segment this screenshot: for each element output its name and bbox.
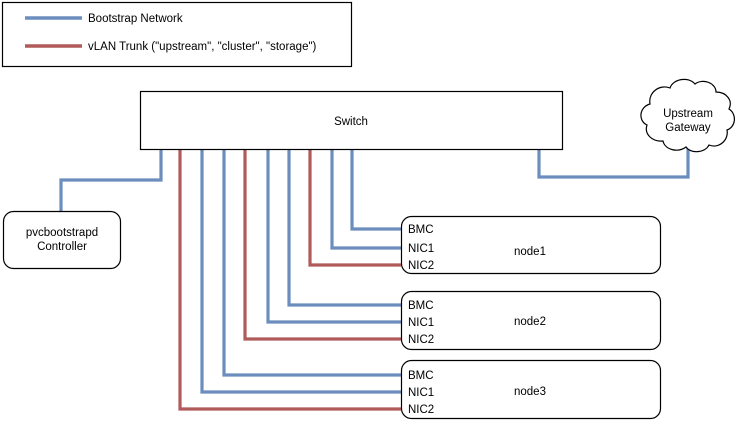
node2-name-label: node2 <box>514 316 546 328</box>
controller-box[interactable] <box>2 210 122 270</box>
node2-box[interactable] <box>400 290 662 351</box>
link-switch-to-gateway <box>537 147 690 179</box>
link-switch-to-node2-nic2 <box>243 150 401 341</box>
controller-label-line2: Controller <box>37 241 87 253</box>
switch-box[interactable] <box>139 90 564 151</box>
node3-box[interactable] <box>400 359 662 420</box>
link-switch-to-node3-nic1 <box>200 150 401 394</box>
link-switch-to-controller <box>59 150 163 211</box>
link-layer <box>59 147 690 411</box>
link-switch-to-node2-nic1 <box>266 150 401 324</box>
link-switch-to-node1-bmc <box>350 150 401 231</box>
node-node1[interactable]: BMC NIC1 NIC2 node1 <box>400 215 662 275</box>
node3-port-label-bmc: BMC <box>408 370 434 382</box>
controller-label-line1: pvcbootstrapd <box>26 227 98 239</box>
cloud-icon[interactable] <box>640 78 735 153</box>
legend: Bootstrap Network vLAN Trunk ("upstream"… <box>1 1 353 68</box>
node2-port-label-bmc: BMC <box>408 300 434 312</box>
node2-port-label-nic1: NIC1 <box>408 317 434 329</box>
legend-label-bootstrap: Bootstrap Network <box>88 13 183 25</box>
node1-name-label: node1 <box>514 246 546 258</box>
node2-port-label-nic2: NIC2 <box>408 334 434 346</box>
node1-port-label-nic2: NIC2 <box>408 260 434 272</box>
gateway-label-line1: Upstream <box>663 108 713 120</box>
node-node2[interactable]: BMC NIC1 NIC2 node2 <box>400 290 662 351</box>
node-node3[interactable]: BMC NIC1 NIC2 node3 <box>400 359 662 420</box>
link-switch-to-node3-nic2 <box>178 150 401 411</box>
switch-node[interactable]: Switch <box>139 90 564 151</box>
link-switch-to-node3-bmc <box>222 150 401 377</box>
link-switch-to-node2-bmc <box>287 150 401 307</box>
gateway-label-line2: Gateway <box>665 122 711 134</box>
switch-label: Switch <box>334 116 368 128</box>
link-switch-to-node1-nic2 <box>308 150 401 267</box>
node1-port-label-bmc: BMC <box>408 224 434 236</box>
node1-box[interactable] <box>400 215 662 275</box>
link-switch-to-node1-nic1 <box>330 150 401 250</box>
node3-name-label: node3 <box>514 386 546 398</box>
legend-box <box>1 1 353 68</box>
controller-node[interactable]: pvcbootstrapd Controller <box>2 210 122 270</box>
node1-port-label-nic1: NIC1 <box>408 243 434 255</box>
legend-label-vlan: vLAN Trunk ("upstream", "cluster", "stor… <box>88 41 317 53</box>
node3-port-label-nic2: NIC2 <box>408 404 434 416</box>
upstream-gateway-node[interactable]: Upstream Gateway <box>640 78 735 153</box>
node3-port-label-nic1: NIC1 <box>408 387 434 399</box>
